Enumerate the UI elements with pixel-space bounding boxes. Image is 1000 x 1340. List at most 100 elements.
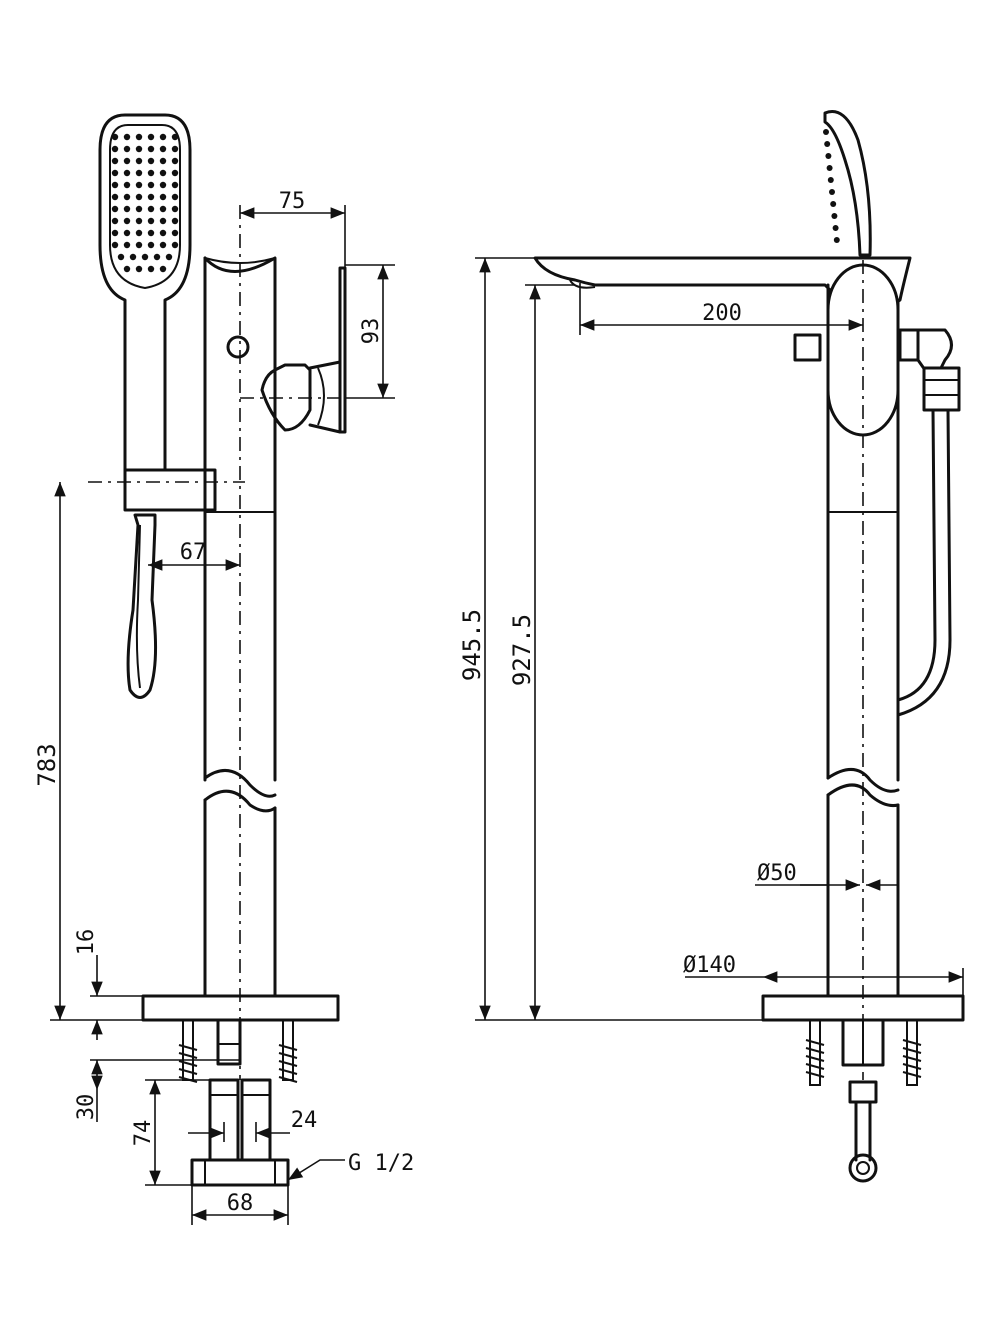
nozzle-dot xyxy=(159,133,167,141)
thread-line xyxy=(902,1055,922,1062)
nozzle-dot xyxy=(111,169,119,177)
nozzle-dot xyxy=(123,205,131,213)
thread-line xyxy=(805,1071,825,1078)
nozzle-dot xyxy=(831,213,838,219)
nozzle-dot xyxy=(111,193,119,201)
nozzle-dot xyxy=(833,237,840,243)
nozzle-dot xyxy=(159,205,167,213)
nozzle-dot xyxy=(135,133,143,141)
nozzle-dot xyxy=(123,157,131,165)
nozzle-dot xyxy=(135,145,143,153)
nozzle-dot xyxy=(111,229,119,237)
thread-line xyxy=(805,1055,825,1062)
nozzle-dot xyxy=(123,217,131,225)
nozzle-dot xyxy=(147,229,155,237)
nozzle-dot xyxy=(159,265,167,273)
thread-line xyxy=(902,1039,922,1046)
spout-side xyxy=(533,256,912,312)
thread-line xyxy=(805,1039,825,1046)
nozzle-dot xyxy=(829,189,835,195)
nozzle-dot xyxy=(135,181,143,189)
nozzle-dot xyxy=(123,133,131,141)
nozzle-dot xyxy=(171,145,179,153)
nozzle-dot xyxy=(147,205,155,213)
dim-handle-height: 93 xyxy=(359,318,384,345)
dim-connector-width: 68 xyxy=(227,1191,254,1216)
nozzle-dot xyxy=(111,181,119,189)
nozzle-dot xyxy=(147,133,155,141)
nozzle-dot xyxy=(117,253,125,261)
mixer-handle-front xyxy=(260,266,347,434)
nozzle-dot xyxy=(111,205,119,213)
side-view: 200 945.5 927.5 Ø50 Ø140 xyxy=(458,110,965,1183)
nozzle-dot xyxy=(123,241,131,249)
dim-bolt-length: 30 xyxy=(74,1094,99,1121)
thread-line xyxy=(278,1060,298,1067)
thread-line xyxy=(805,1063,825,1070)
nozzle-dot xyxy=(135,169,143,177)
handle-stub xyxy=(793,333,822,362)
thread-line xyxy=(178,1052,198,1059)
supply-loop xyxy=(848,1153,878,1183)
thread-line xyxy=(278,1052,298,1059)
nozzle-dot xyxy=(147,265,155,273)
thread-line xyxy=(178,1060,198,1067)
nozzle-dot xyxy=(171,229,179,237)
dim-spout-reach: 200 xyxy=(702,301,742,326)
nozzle-dot xyxy=(171,157,179,165)
dim-connector-spacing: 24 xyxy=(291,1108,318,1133)
thread-line xyxy=(902,1047,922,1054)
nozzle-dot xyxy=(827,177,834,183)
nozzle-dot xyxy=(830,201,837,207)
thread-line xyxy=(902,1071,922,1078)
nozzle-dot xyxy=(111,241,119,249)
nozzle-dot xyxy=(171,193,179,201)
outlet-hole xyxy=(226,335,250,359)
nozzle-dot xyxy=(147,169,155,177)
nozzle-dot xyxy=(129,253,137,261)
dim-body-diameter: Ø50 xyxy=(757,861,797,886)
shower-hose xyxy=(126,513,158,699)
thread-line xyxy=(902,1063,922,1070)
side-spray-nozzles xyxy=(823,129,840,243)
nozzle-dot xyxy=(135,193,143,201)
nozzle-dot xyxy=(111,133,119,141)
nozzle-dot xyxy=(123,193,131,201)
nozzle-dot xyxy=(171,205,179,213)
nozzle-dot xyxy=(135,205,143,213)
nozzle-dot xyxy=(135,217,143,225)
nozzle-dot xyxy=(135,241,143,249)
nozzle-dot xyxy=(135,265,143,273)
nozzle-dot xyxy=(153,253,161,261)
nozzle-dot xyxy=(159,157,167,165)
dim-total-height: 945.5 xyxy=(458,609,486,681)
dim-base-diameter: Ø140 xyxy=(683,953,736,978)
nozzle-dot xyxy=(826,165,833,171)
nozzle-dot xyxy=(171,181,179,189)
nozzle-dot xyxy=(159,181,167,189)
nozzle-dot xyxy=(159,241,167,249)
faucet-body-front xyxy=(203,256,277,997)
nozzle-dot xyxy=(147,181,155,189)
nozzle-dot xyxy=(123,145,131,153)
nozzle-dot xyxy=(111,217,119,225)
thread-line xyxy=(278,1068,298,1075)
nozzle-dot xyxy=(135,229,143,237)
shower-holder xyxy=(123,468,217,512)
thread-line xyxy=(805,1047,825,1054)
nozzle-dot xyxy=(159,217,167,225)
nozzle-dot xyxy=(147,193,155,201)
nozzle-dot xyxy=(832,225,839,231)
hand-shower-side xyxy=(823,110,872,257)
nozzle-dot xyxy=(147,217,155,225)
nozzle-dot xyxy=(123,169,131,177)
nozzle-dot xyxy=(171,241,179,249)
nozzle-dot xyxy=(147,157,155,165)
dim-outlet-height: 927.5 xyxy=(508,614,536,686)
dim-spout-offset: 75 xyxy=(279,189,306,214)
dim-connector-height: 74 xyxy=(131,1120,156,1147)
spray-nozzles xyxy=(111,133,179,273)
nozzle-dot xyxy=(135,157,143,165)
thread-line xyxy=(178,1044,198,1051)
